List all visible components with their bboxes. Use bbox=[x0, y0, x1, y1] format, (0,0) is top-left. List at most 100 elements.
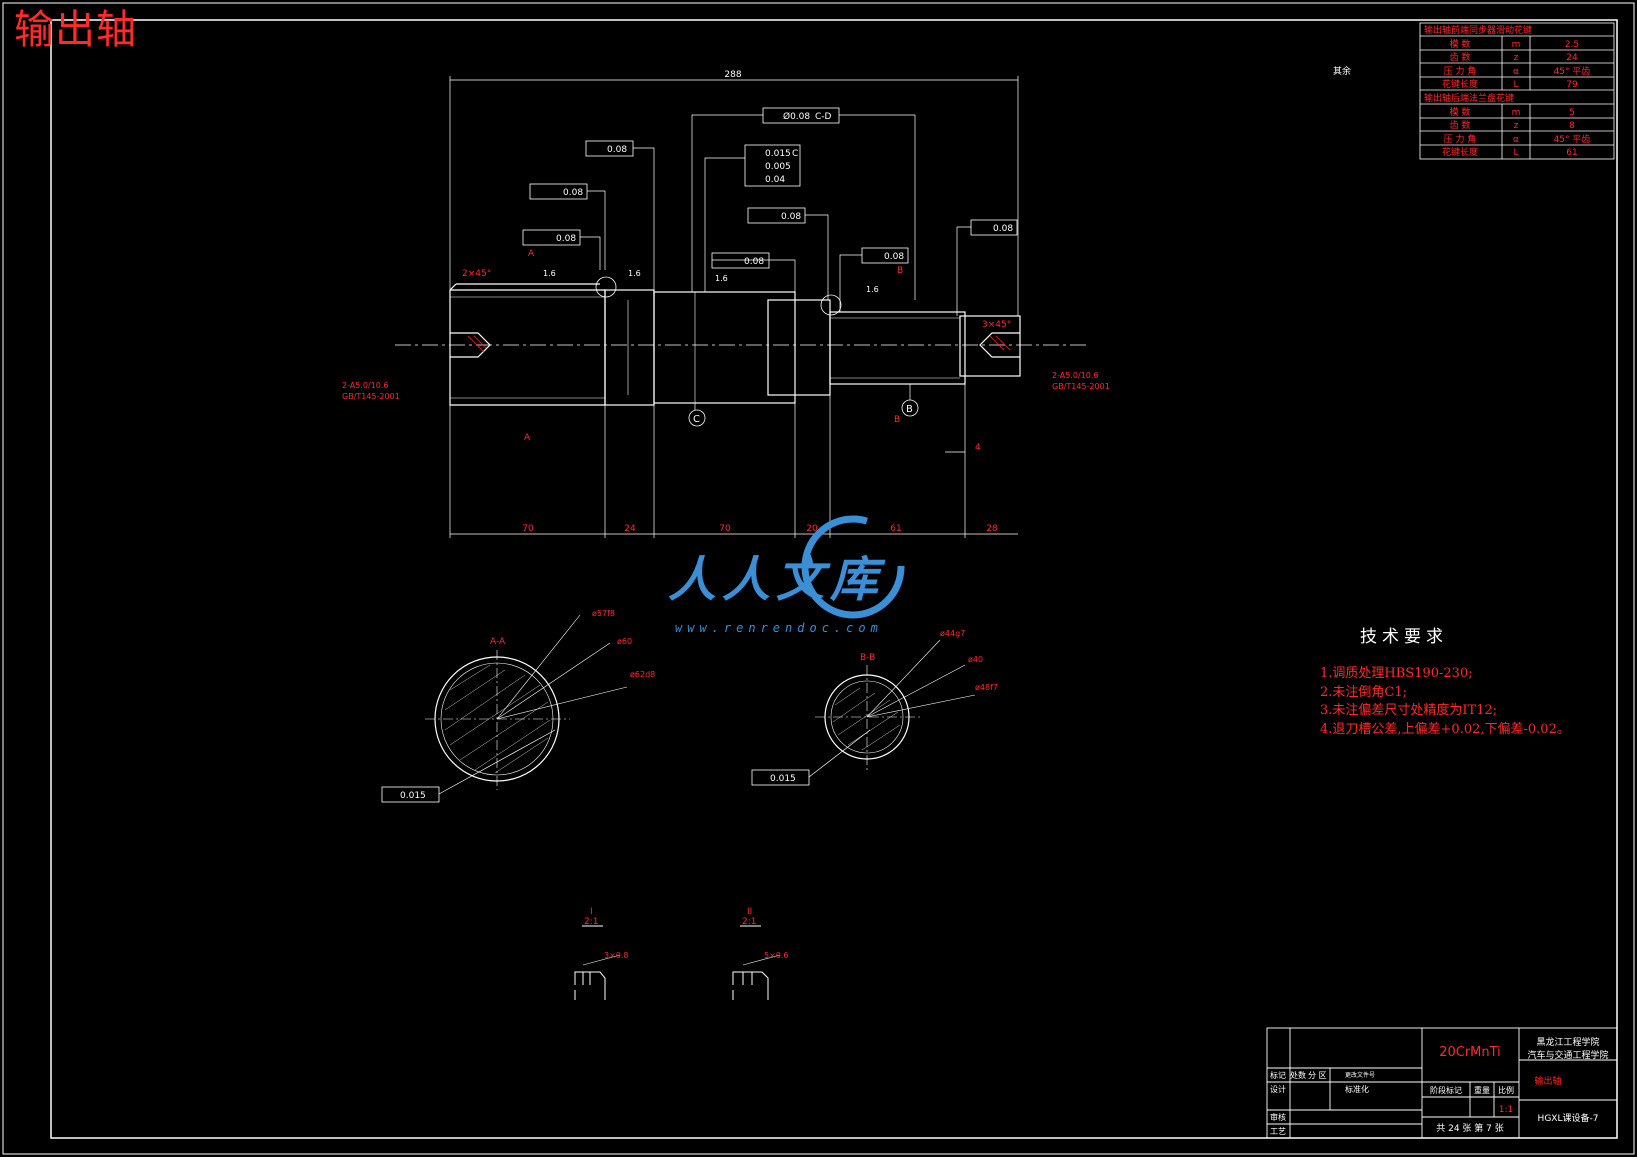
material-label: 20CrMnTi bbox=[1439, 1045, 1501, 1060]
spline-r1-name: 模 数 bbox=[1450, 38, 1471, 50]
section-aa-dim-2: ø60 bbox=[617, 637, 632, 646]
segment-dim-6: 28 bbox=[986, 524, 998, 534]
detail-i-dim: 3×0.8 bbox=[604, 951, 629, 960]
drawing-title: 输出轴 bbox=[14, 7, 137, 53]
roughness-2: 1.6 bbox=[628, 269, 641, 278]
spline-r3-val: 45° 平齿 bbox=[1554, 66, 1591, 77]
section-aa-dim-1: ø57f8 bbox=[592, 609, 615, 618]
roughness-3: 1.6 bbox=[715, 274, 728, 283]
spline-r8-val: 61 bbox=[1566, 148, 1577, 158]
tb-design-label: 设计 bbox=[1270, 1084, 1286, 1094]
tol-runout-ref: C bbox=[792, 149, 798, 159]
title-block-grid bbox=[1266, 1027, 1618, 1139]
detail-marker-i bbox=[595, 276, 617, 298]
detail-ii-label: II bbox=[747, 907, 752, 917]
segment-dim-5: 61 bbox=[890, 524, 901, 534]
tech-requirements-title: 技术要求 bbox=[1360, 627, 1448, 647]
watermark-url: www.renrendoc.com bbox=[675, 621, 883, 635]
institution-line-2: 汽车与交通工程学院 bbox=[1527, 1049, 1608, 1061]
section-aa-hatch bbox=[444, 664, 551, 774]
tech-requirement-item: 4.退刀槽公差,上偏差+0.02,下偏差-0.02。 bbox=[1320, 721, 1570, 737]
spline-r8-sym: L bbox=[1513, 148, 1518, 158]
tol-perp-c1: 0.08 bbox=[563, 188, 583, 198]
institution-line-1: 黑龙江工程学院 bbox=[1536, 1036, 1599, 1048]
datum-c-label: C bbox=[693, 414, 700, 425]
center-hole-right-std: GB/T145-2001 bbox=[1052, 382, 1110, 391]
spline-r7-name: 压 力 角 bbox=[1444, 133, 1477, 145]
tol-perp-r2: 0.08 bbox=[993, 224, 1013, 234]
drawing-code-label: HGXL课设备-7 bbox=[1538, 1112, 1599, 1124]
section-b-mark-top: B bbox=[897, 266, 903, 276]
section-bb-dim-1: ø44g7 bbox=[940, 629, 965, 638]
tol-perp-d2: 0.08 bbox=[744, 257, 764, 267]
spline-r8-name: 花键长度 bbox=[1442, 146, 1478, 158]
center-hole-right-spec: 2-A5.0/10.6 bbox=[1052, 371, 1099, 380]
section-aa-label: A-A bbox=[490, 637, 506, 647]
dimension-lines bbox=[449, 76, 1019, 538]
spline-r2-sym: z bbox=[1514, 53, 1519, 63]
spline-r4-name: 花键长度 bbox=[1442, 78, 1478, 90]
tb-stage-label: 阶段标记 bbox=[1430, 1085, 1462, 1095]
segment-dim-2: 24 bbox=[624, 524, 636, 534]
section-b-mark-bottom: B bbox=[894, 415, 900, 425]
drawing-frame bbox=[50, 19, 1618, 1139]
spline-r7-sym: α bbox=[1513, 135, 1519, 145]
tech-requirement-item: 3.未注偏差尺寸处精度为IT12; bbox=[1320, 703, 1498, 718]
datum-c-marker bbox=[688, 409, 706, 427]
tol-runout-c: 0.04 bbox=[765, 175, 785, 185]
segment-dim-3: 70 bbox=[719, 524, 731, 534]
spline-r1-sym: m bbox=[1512, 40, 1521, 50]
part-name-label: 输出轴 bbox=[1534, 1075, 1561, 1087]
spline-r2-name: 齿 数 bbox=[1450, 51, 1471, 63]
tol-runout-bb: 0.015 bbox=[770, 774, 796, 784]
tol-perp-c2: 0.08 bbox=[556, 234, 576, 244]
watermark-ring bbox=[801, 515, 905, 619]
watermark-logo-text: 人人文库 bbox=[668, 552, 885, 608]
spline-r6-val: 8 bbox=[1569, 121, 1575, 131]
groove-dim: 4 bbox=[975, 443, 981, 453]
chamfer-right-label: 3×45° bbox=[982, 320, 1011, 330]
tb-count-label: 处数 bbox=[1290, 1070, 1306, 1080]
tol-runout-a: 0.015 bbox=[765, 149, 791, 159]
chamfer-left-label: 2×45° bbox=[462, 269, 491, 279]
tol-perp-r1: 0.08 bbox=[884, 252, 904, 262]
tech-requirement-item: 1.调质处理HBS190-230; bbox=[1320, 666, 1473, 681]
detail-view-i bbox=[574, 925, 621, 1000]
tol-runout-b: 0.005 bbox=[765, 162, 791, 172]
shaft-main-view bbox=[395, 283, 1090, 406]
section-bb-hatch bbox=[832, 687, 901, 751]
spline-r4-sym: L bbox=[1513, 80, 1518, 90]
section-bb bbox=[815, 639, 976, 770]
spline-r6-sym: z bbox=[1514, 121, 1519, 131]
spline-table-grid bbox=[1419, 22, 1615, 160]
datum-b-label: B bbox=[906, 404, 913, 415]
tol-runout-aa: 0.015 bbox=[400, 791, 426, 801]
section-bb-label: B-B bbox=[860, 653, 875, 663]
center-hole-left-std: GB/T145-2001 bbox=[342, 392, 400, 401]
tol-perp-1: 0.08 bbox=[607, 145, 627, 155]
tech-requirements-list: 1.调质处理HBS190-230; 2.未注倒角C1; 3.未注偏差尺寸处精度为… bbox=[1320, 665, 1570, 739]
section-aa bbox=[425, 614, 628, 790]
tb-review-label: 审核 bbox=[1270, 1112, 1286, 1122]
spline-r3-sym: α bbox=[1513, 67, 1519, 77]
tol-coax-ref: C-D bbox=[815, 112, 832, 122]
overall-length-dim: 288 bbox=[724, 70, 741, 80]
spline-header-1: 输出轴前端同步器滑动花键 bbox=[1424, 24, 1532, 36]
tb-weight-label: 重量 bbox=[1474, 1085, 1490, 1095]
spline-r7-val: 45° 平齿 bbox=[1554, 134, 1591, 145]
detail-view-ii bbox=[732, 925, 781, 1000]
roughness-note: 其余 bbox=[1333, 65, 1351, 77]
segment-dim-4: 20 bbox=[806, 524, 818, 534]
tb-standard-label: 标准化 bbox=[1345, 1084, 1369, 1094]
roughness-1: 1.6 bbox=[543, 269, 556, 278]
spline-r1-val: 2.5 bbox=[1565, 40, 1579, 50]
tech-requirement-item: 2.未注倒角C1; bbox=[1320, 684, 1408, 700]
spline-r3-name: 压 力 角 bbox=[1444, 65, 1477, 77]
tb-ratio-label: 比例 bbox=[1498, 1085, 1514, 1095]
segment-dim-1: 70 bbox=[522, 524, 534, 534]
spline-r5-val: 5 bbox=[1569, 108, 1575, 118]
detail-i-scale: 2:1 bbox=[584, 917, 598, 927]
tb-process-label: 工艺 bbox=[1270, 1127, 1286, 1136]
